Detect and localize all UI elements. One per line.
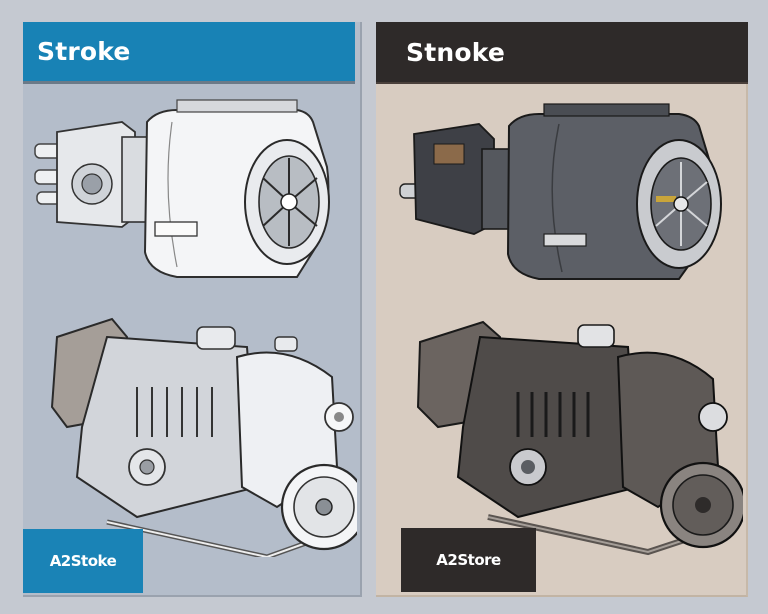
- left-comparison-panel: Stroke: [23, 22, 362, 597]
- right-panel-footer-label: A2Store: [401, 528, 536, 592]
- engine-block-illustration-dark: [408, 307, 743, 557]
- left-panel-title: Stroke: [37, 37, 131, 66]
- right-comparison-panel: Stnoke: [376, 22, 748, 597]
- electric-motor-illustration-white: [27, 92, 337, 292]
- right-panel-header: Stnoke: [376, 22, 748, 84]
- right-footer-label-text: A2Store: [436, 551, 501, 569]
- left-footer-label-text: A2Stoke: [49, 552, 117, 570]
- left-panel-footer-label: A2Stoke: [23, 529, 143, 593]
- left-panel-header: Stroke: [23, 22, 355, 84]
- right-panel-title: Stnoke: [406, 37, 506, 67]
- electric-motor-illustration-dark: [394, 94, 724, 294]
- engine-block-illustration-white: [37, 307, 357, 557]
